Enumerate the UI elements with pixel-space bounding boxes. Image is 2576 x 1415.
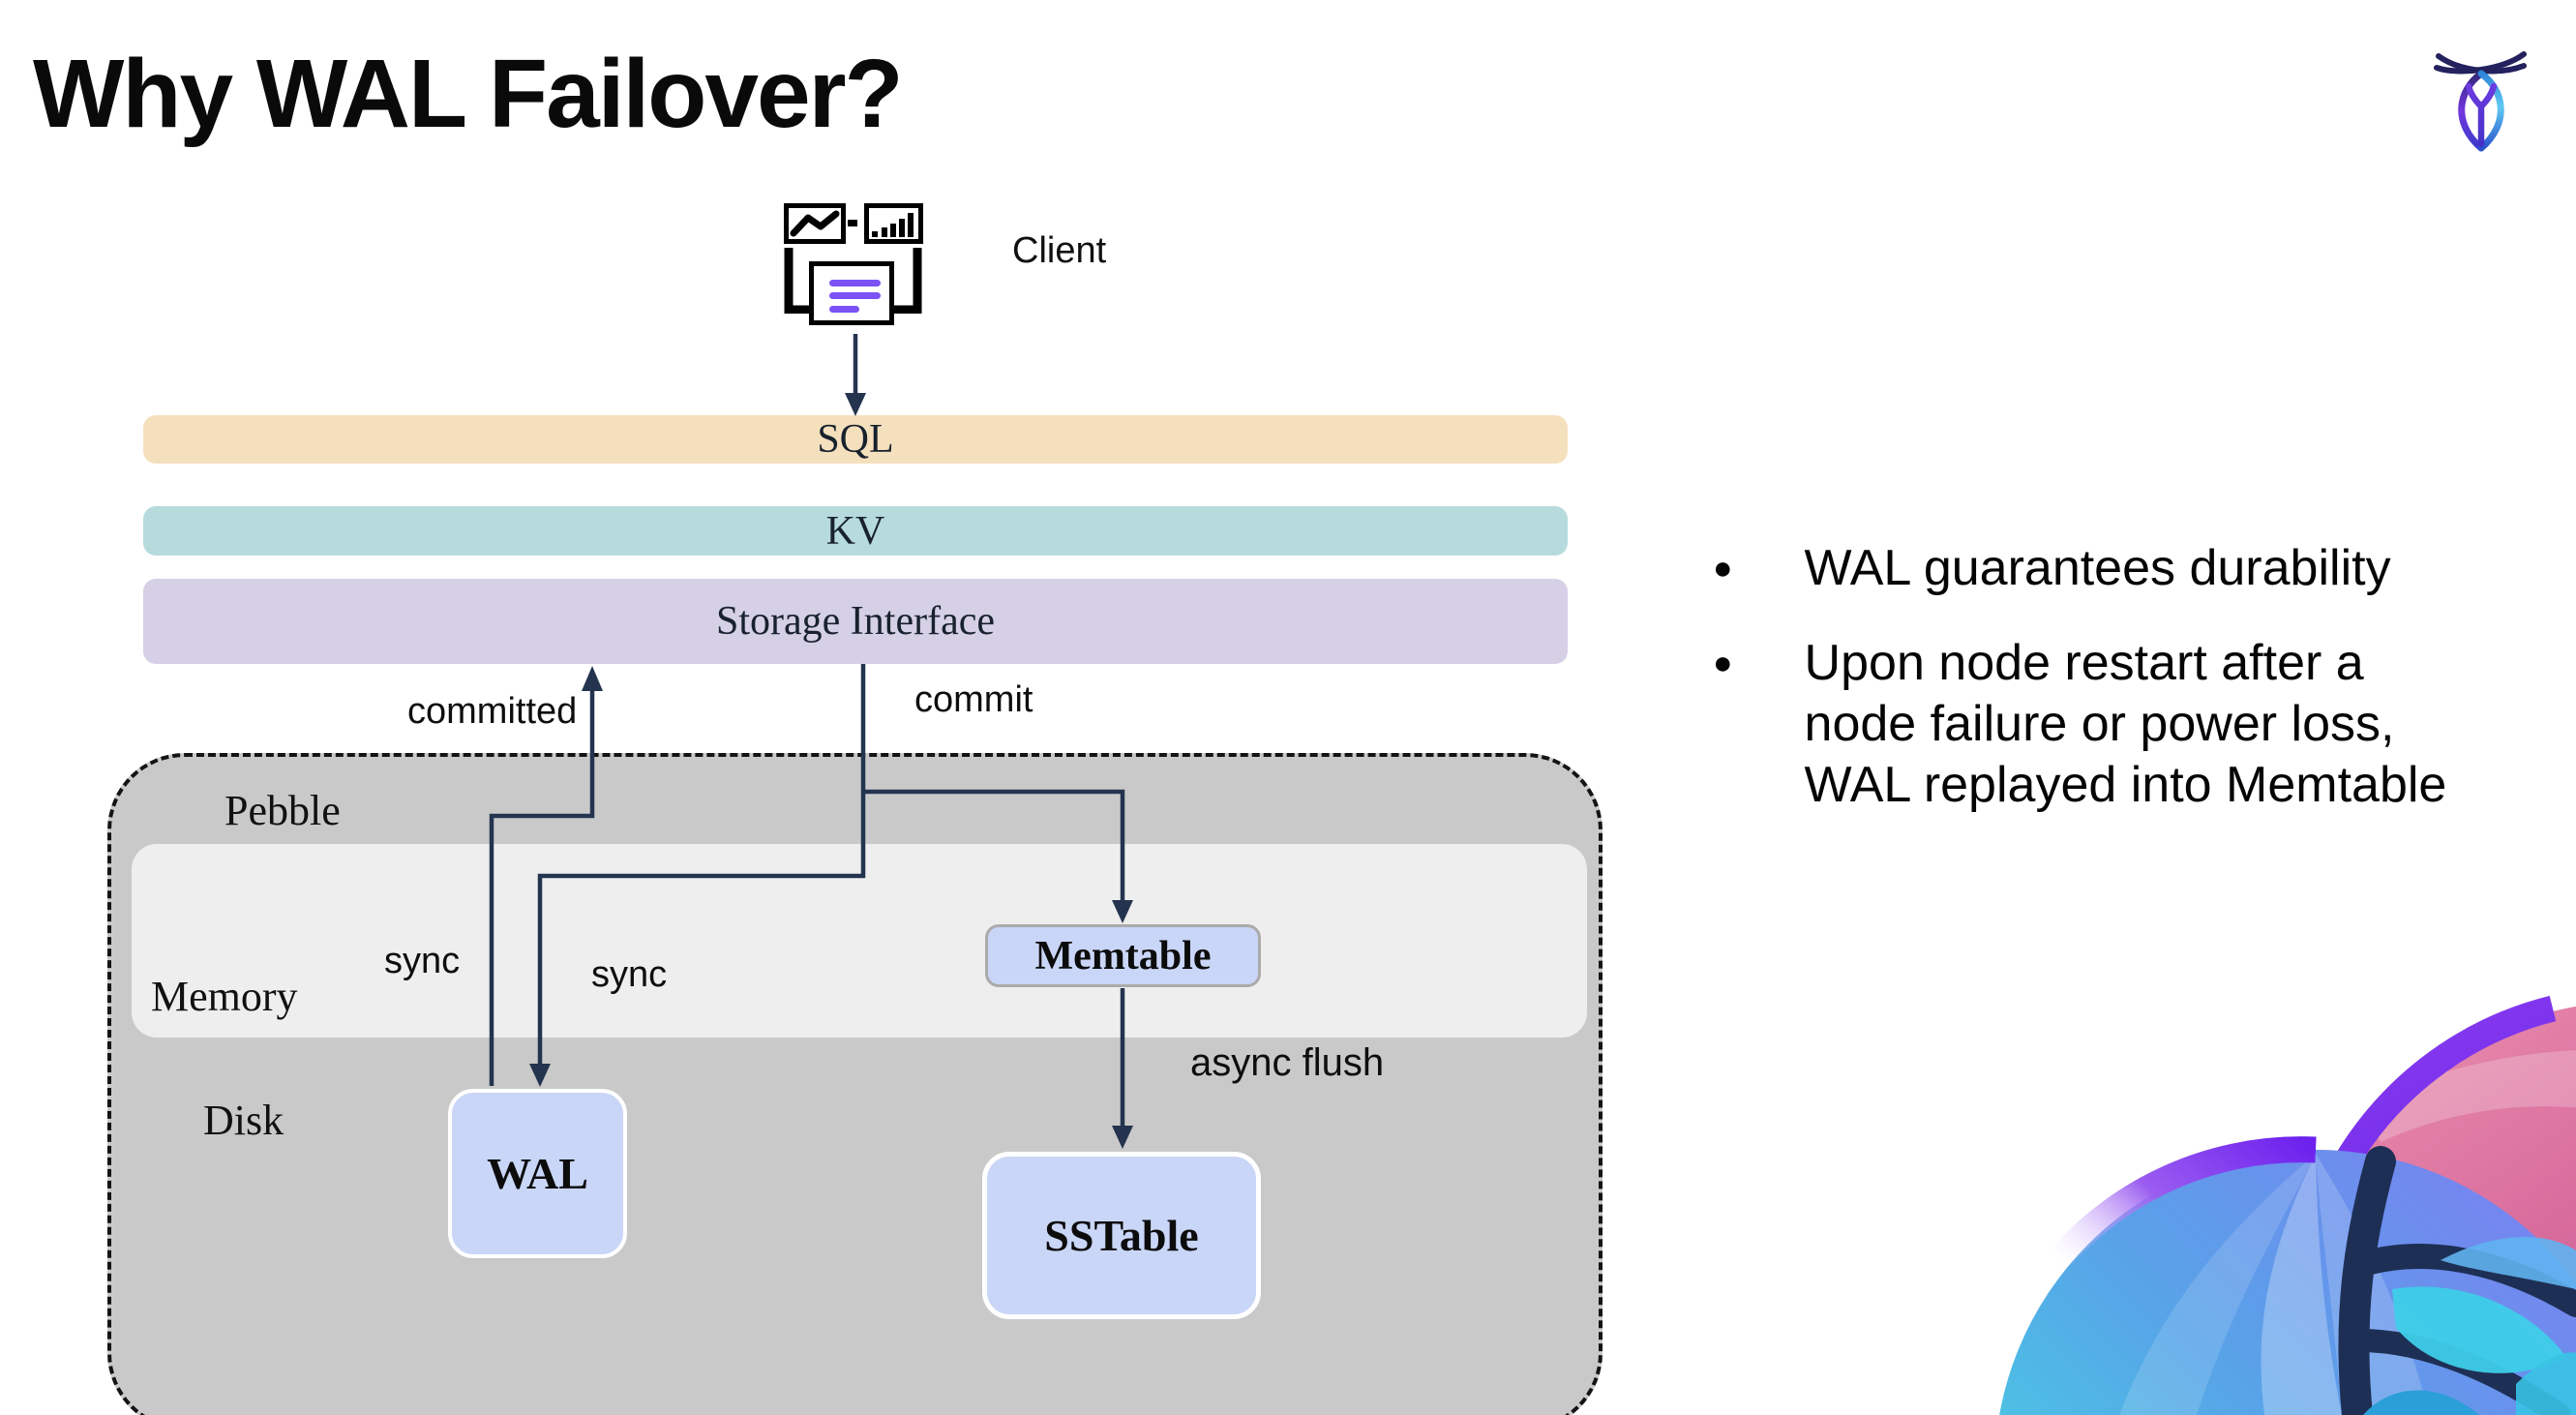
dash-icon	[848, 220, 857, 226]
bullet-line: node failure or power loss,	[1804, 696, 2395, 752]
sstable-node-label: SSTable	[1044, 1211, 1199, 1260]
kv-layer-label: KV	[825, 508, 885, 554]
storage-interface-layer-bar: Storage Interface	[143, 579, 1568, 664]
sstable-node: SSTable	[982, 1152, 1261, 1319]
sql-layer-bar: SQL	[143, 415, 1568, 464]
brand-art-image	[1999, 995, 2576, 1415]
arrowhead-client-sql	[845, 393, 866, 416]
bullet-line: WAL replayed into Memtable	[1804, 757, 2447, 813]
bullet-item: ● Upon node restart after a node failure…	[1713, 633, 2487, 816]
memory-label: Memory	[151, 973, 298, 1020]
client-label: Client	[1012, 230, 1107, 271]
bullet-item: ● WAL guarantees durability	[1713, 538, 2487, 599]
committed-edge-label: committed	[407, 691, 578, 732]
document-icon	[809, 261, 894, 325]
line-chart-icon	[784, 203, 846, 244]
cockroachdb-logo-icon	[2434, 51, 2527, 152]
storage-interface-layer-label: Storage Interface	[716, 599, 995, 644]
sql-layer-label: SQL	[817, 417, 894, 462]
bar-chart-icon	[864, 203, 923, 244]
bracket-icon	[784, 248, 922, 314]
memtable-node: Memtable	[985, 924, 1261, 987]
bullet-dot: ●	[1713, 550, 1733, 587]
kv-layer-bar: KV	[143, 506, 1568, 556]
arrowhead-committed	[582, 666, 603, 691]
bullet-dot: ●	[1713, 645, 1733, 681]
pebble-label: Pebble	[225, 787, 341, 834]
arrowhead-commit-wal	[529, 1064, 551, 1087]
page-title: Why WAL Failover?	[33, 40, 904, 148]
arrowhead-async-flush	[1112, 1126, 1133, 1149]
sync-left-edge-label: sync	[384, 941, 461, 981]
arrowhead-commit-memtable	[1112, 900, 1133, 923]
memtable-node-label: Memtable	[1034, 933, 1212, 978]
bullet-line: Upon node restart after a	[1804, 635, 2364, 691]
commit-edge-label: commit	[914, 679, 1033, 720]
async-flush-edge-label: async flush	[1190, 1041, 1385, 1084]
disk-label: Disk	[203, 1097, 285, 1144]
sync-right-edge-label: sync	[591, 954, 668, 995]
wal-node-label: WAL	[487, 1149, 588, 1198]
bullet-text: Upon node restart after a node failure o…	[1805, 633, 2447, 816]
wal-node: WAL	[448, 1089, 627, 1258]
bullet-text: WAL guarantees durability	[1804, 540, 2391, 596]
